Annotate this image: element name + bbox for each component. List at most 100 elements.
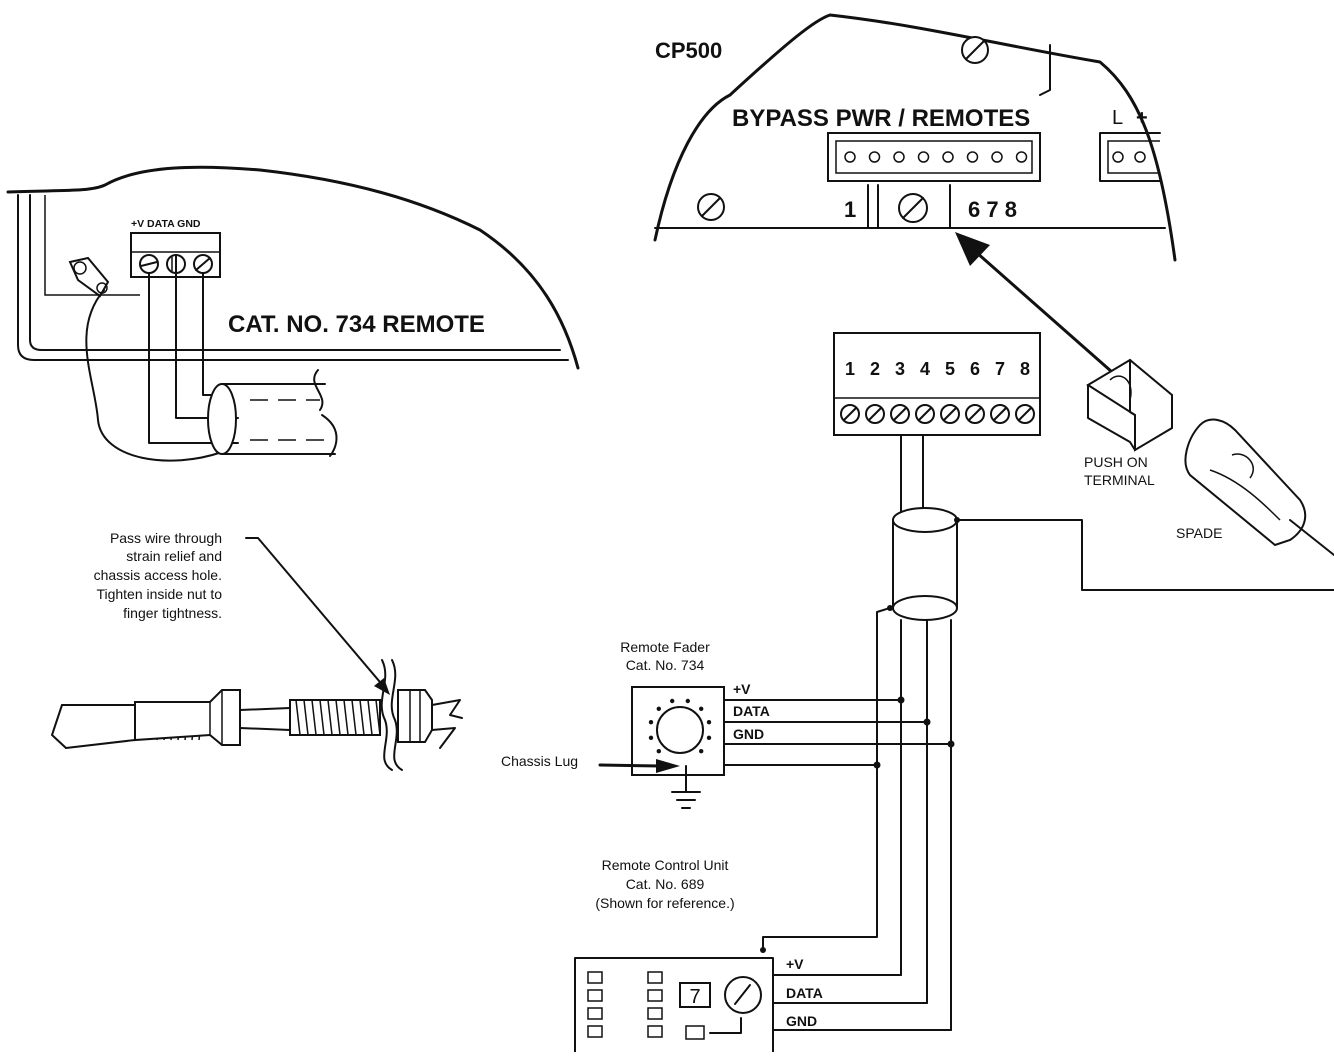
ground-lug-icon <box>68 256 110 298</box>
rcu-title: Remote Control Unit <box>602 857 729 873</box>
screw-icon <box>898 193 928 223</box>
push-on-terminal-icon <box>1086 358 1173 452</box>
thread <box>351 699 357 736</box>
rcu-wire-data: DATA <box>786 985 823 1001</box>
terminal-pin-label: 5 <box>945 359 955 379</box>
rcu-button <box>647 1025 663 1038</box>
connector-hole <box>1015 151 1028 163</box>
knob-tick <box>699 749 704 754</box>
knob-tick <box>706 720 712 725</box>
terminal-pin-label: 1 <box>845 359 855 379</box>
connector-hole <box>893 151 905 163</box>
cable-shield <box>762 434 1334 1031</box>
terminal-pin-label: 6 <box>970 359 980 379</box>
connector-hole <box>868 151 881 163</box>
connector-hole <box>917 151 930 163</box>
strain-relief-note: Pass wire through strain relief and chas… <box>94 530 390 695</box>
rcu-button <box>587 989 603 1002</box>
terminal-pin-label: 8 <box>1020 359 1030 379</box>
knob-tick <box>706 735 712 740</box>
bypass-connector <box>827 132 1041 182</box>
knob-tick <box>648 720 654 725</box>
ground-symbol-icon <box>671 765 701 809</box>
fader-wire-v: +V <box>733 681 751 697</box>
connector-hole <box>991 151 1003 163</box>
thread <box>327 699 333 736</box>
fader-catalog: Cat. No. 734 <box>626 657 705 673</box>
knob-icon <box>724 976 762 1014</box>
connector-hole <box>844 151 856 163</box>
knob-icon <box>648 698 712 754</box>
terminal-pin-label: 2 <box>870 359 880 379</box>
rcu-wire-v: +V <box>786 956 804 972</box>
rcu-wire-gnd: GND <box>786 1013 817 1029</box>
screw-icon <box>961 36 989 64</box>
screw-icon <box>990 404 1010 424</box>
remote-fader: Remote Fader Cat. No. 734 +V DATA GND Ch… <box>501 639 955 809</box>
connector-hole <box>966 151 979 163</box>
chassis-lug-label: Chassis Lug <box>501 753 578 769</box>
note-line: finger tightness. <box>123 605 222 621</box>
note-line: Tighten inside nut to <box>96 586 222 602</box>
screw-icon <box>965 404 985 424</box>
cp500-panel: CP500 BYPASS PWR / REMOTES L + 1 6 7 8 <box>653 13 1177 374</box>
thread <box>311 699 317 736</box>
remote-control-unit: Remote Control Unit Cat. No. 689 (Shown … <box>574 857 952 1053</box>
spade-terminal-icon <box>1184 418 1334 556</box>
thread <box>343 699 349 736</box>
rcu-button <box>587 1025 603 1038</box>
arrow-icon <box>955 232 1114 374</box>
rcu-button <box>647 989 663 1002</box>
cable <box>207 369 338 457</box>
thread <box>367 699 373 736</box>
partial-connector <box>1099 132 1161 182</box>
rcu-button <box>587 1007 603 1020</box>
strain-relief-fitting-icon <box>51 659 463 771</box>
rcu-button <box>647 1007 663 1020</box>
fader-wire-data: DATA <box>733 703 770 719</box>
thread <box>375 699 381 736</box>
spade-label: SPADE <box>1176 525 1222 541</box>
connector-hole <box>942 151 954 163</box>
screw-icon <box>697 193 725 221</box>
screw-icon <box>865 404 885 424</box>
note-line: chassis access hole. <box>94 567 222 583</box>
thread <box>335 699 341 736</box>
thread <box>359 699 365 736</box>
knob-tick <box>656 749 661 754</box>
fader-wire-gnd: GND <box>733 726 764 742</box>
thread <box>295 699 301 736</box>
push-on-label: TERMINAL <box>1084 472 1155 488</box>
screw-icon <box>166 254 186 274</box>
pin-last: 6 7 8 <box>968 197 1017 222</box>
remote-title: CAT. NO. 734 REMOTE <box>228 311 485 338</box>
screw-icon <box>840 404 860 424</box>
terminal-label: +V DATA GND <box>131 218 201 230</box>
terminal-pin-label: 7 <box>995 359 1005 379</box>
terminal-pin-label: 3 <box>895 359 905 379</box>
terminal-pin-label: 4 <box>920 359 930 379</box>
knob-tick <box>685 698 690 704</box>
knob-tick <box>648 735 654 740</box>
thread <box>319 699 325 736</box>
push-on-label: PUSH ON <box>1084 454 1148 470</box>
remote-734-panel: CAT. NO. 734 REMOTE +V DATA GND <box>6 165 580 462</box>
digit-display <box>679 982 711 1008</box>
pin-first: 1 <box>844 197 856 222</box>
cp500-title: CP500 <box>655 38 722 63</box>
screw-icon <box>915 404 935 424</box>
note-line: strain relief and <box>126 548 222 564</box>
thread <box>303 699 309 736</box>
rcu-button <box>647 971 663 984</box>
fader-title: Remote Fader <box>620 639 710 655</box>
rcu-note: (Shown for reference.) <box>595 895 734 911</box>
screw-icon <box>940 404 960 424</box>
screw-icon <box>890 404 910 424</box>
knob-tick <box>699 706 704 711</box>
screw-icon <box>139 254 159 274</box>
screw-icon <box>1015 404 1035 424</box>
plus-mark: + <box>1136 107 1148 129</box>
